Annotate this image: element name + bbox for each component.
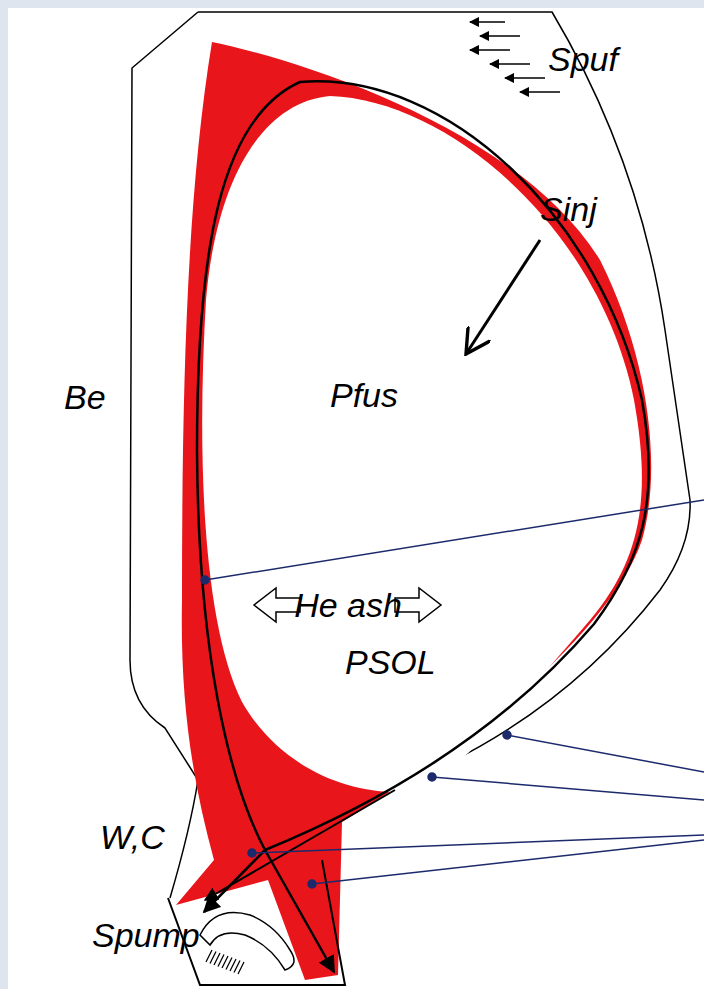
region-label: Be — [64, 380, 106, 414]
divertor-leg — [204, 850, 265, 912]
region-label: PSOL — [345, 645, 436, 679]
hatch-stroke — [238, 962, 244, 974]
leader-lines — [201, 500, 704, 888]
separatrix — [197, 81, 649, 850]
region-label: Spuf — [548, 42, 618, 76]
outflow-arrow — [254, 588, 300, 622]
region-label: Spump — [92, 918, 200, 952]
region-label: Pfus — [330, 378, 398, 412]
injection-arrow — [466, 240, 540, 354]
core-plasma — [202, 96, 642, 792]
pump-duct-hatching — [206, 950, 244, 974]
region-label: W,C — [100, 820, 165, 854]
gas-puff-arrows — [470, 22, 560, 92]
ground — [8, 8, 704, 989]
outflow-arrow — [395, 588, 441, 622]
region-label: He ash — [294, 588, 402, 622]
impurity-arrow — [205, 790, 395, 900]
divertor-dome — [200, 913, 294, 971]
region-label: Sinj — [540, 192, 597, 226]
